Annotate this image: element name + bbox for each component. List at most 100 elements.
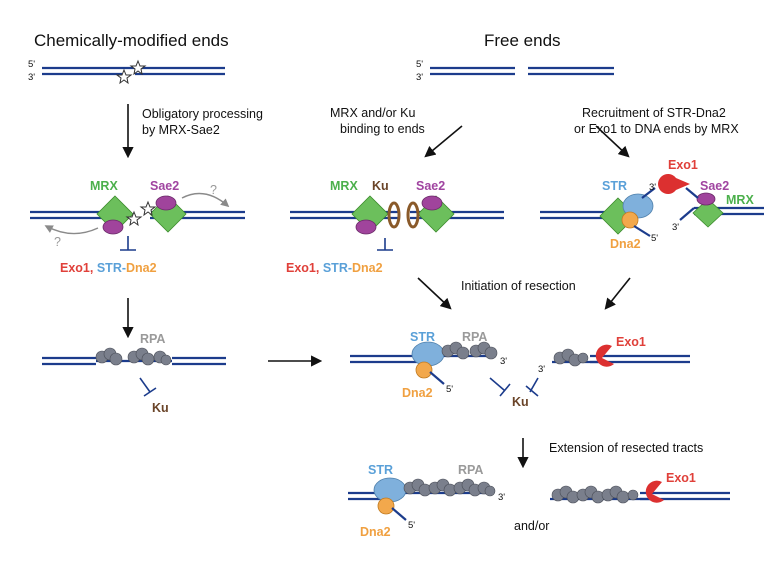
mrx-ku-complex-middle bbox=[290, 195, 504, 251]
star-icon bbox=[115, 68, 133, 85]
star-icon bbox=[129, 59, 147, 76]
caption-recruitment-line1: Recruitment of STR-Dna2 bbox=[582, 106, 726, 120]
label-ku: Ku bbox=[152, 401, 169, 415]
str-dna2-recruitment bbox=[540, 187, 656, 237]
grey-arc-arrow bbox=[181, 192, 230, 208]
inhibition-bar bbox=[120, 236, 136, 251]
label-sae2: Sae2 bbox=[416, 179, 445, 193]
label-sae2: Sae2 bbox=[150, 179, 179, 193]
label-ku: Ku bbox=[512, 395, 529, 409]
mrx-icon bbox=[692, 198, 724, 228]
extended-resection-str bbox=[348, 477, 496, 521]
label-str: STR bbox=[602, 179, 627, 193]
ku-ring-icon bbox=[406, 201, 420, 229]
sae2-icon bbox=[421, 195, 443, 211]
label-exo1: Exo1 bbox=[616, 335, 646, 349]
grey-arc-arrow bbox=[44, 225, 99, 235]
caption-mrx-ku-line1: MRX and/or Ku bbox=[330, 106, 416, 120]
label-ku: Ku bbox=[372, 179, 389, 193]
label-rpa: RPA bbox=[462, 330, 487, 344]
three-prime-label: 3' bbox=[500, 356, 507, 367]
three-prime-label: 3' bbox=[416, 72, 423, 83]
three-prime-label: 3' bbox=[538, 364, 545, 375]
dna2-icon bbox=[415, 361, 433, 379]
rpa-icon bbox=[403, 478, 496, 497]
rpa-icon bbox=[551, 485, 639, 504]
label-exo1: Exo1, bbox=[60, 261, 93, 275]
inhibition-bar bbox=[489, 377, 511, 397]
exo1-pacman-icon bbox=[657, 174, 690, 195]
three-prime-label: 3' bbox=[498, 492, 505, 503]
inhibition-bar bbox=[139, 377, 157, 397]
five-prime-label: 5' bbox=[28, 59, 35, 70]
question-mark: ? bbox=[54, 235, 61, 249]
label-rpa: RPA bbox=[140, 332, 165, 346]
label-dna2: Dna2 bbox=[402, 386, 433, 400]
rpa-icon bbox=[553, 348, 589, 367]
five-prime-label: 5' bbox=[651, 233, 658, 244]
sae2-icon bbox=[696, 192, 716, 206]
three-prime-label: 3' bbox=[672, 222, 679, 233]
ku-ring-icon bbox=[387, 201, 401, 229]
caption-initiation: Initiation of resection bbox=[461, 279, 576, 293]
str-icon bbox=[373, 477, 407, 503]
sae2-icon bbox=[155, 195, 177, 211]
arrow-down-right bbox=[595, 125, 630, 158]
caption-and-or: and/or bbox=[514, 519, 549, 533]
exo1-recruitment bbox=[657, 174, 764, 228]
extended-resection-exo1 bbox=[550, 480, 730, 504]
three-prime-label: 3' bbox=[28, 72, 35, 83]
initiated-resection-exo1 bbox=[525, 344, 690, 397]
dna2-icon bbox=[621, 211, 639, 229]
label-exo1-str-dna2-middle: Exo1, STR-Dna2 bbox=[286, 261, 383, 275]
label-dna2: Dna2 bbox=[352, 261, 383, 275]
label-dna2: Dna2 bbox=[126, 261, 157, 275]
label-mrx: MRX bbox=[726, 193, 754, 207]
inhibition-bar bbox=[377, 238, 393, 251]
star-icon bbox=[125, 210, 143, 227]
label-dna2: Dna2 bbox=[610, 237, 641, 251]
label-str: STR bbox=[368, 463, 393, 477]
caption-mrx-ku-line2: binding to ends bbox=[340, 122, 425, 136]
mrx-sae2-complex-left bbox=[30, 192, 245, 251]
sae2-icon bbox=[102, 219, 124, 235]
heading-free-ends: Free ends bbox=[484, 31, 561, 50]
caption-obligatory-line1: Obligatory processing bbox=[142, 107, 263, 121]
star-icon bbox=[139, 200, 157, 217]
exo1-pacman-icon bbox=[595, 344, 614, 367]
sae2-icon bbox=[355, 219, 377, 235]
initiated-resection-str bbox=[350, 341, 511, 397]
label-exo1-str-dna2-left: Exo1, STR-Dna2 bbox=[60, 261, 157, 275]
heading-chemically-modified-ends: Chemically-modified ends bbox=[34, 31, 229, 50]
label-exo1: Exo1 bbox=[666, 471, 696, 485]
label-str: STR- bbox=[323, 261, 352, 275]
label-str: STR- bbox=[97, 261, 126, 275]
arrow-down-left bbox=[604, 277, 631, 310]
caption-recruitment-line2: or Exo1 to DNA ends by MRX bbox=[574, 122, 739, 136]
label-mrx: MRX bbox=[330, 179, 358, 193]
label-exo1: Exo1 bbox=[668, 158, 698, 172]
exo1-pacman-icon bbox=[645, 480, 664, 503]
label-str: STR bbox=[410, 330, 435, 344]
label-rpa: RPA bbox=[458, 463, 483, 477]
modified-ends-dna bbox=[42, 59, 225, 85]
free-ends-dna bbox=[430, 66, 614, 76]
caption-obligatory-line2: by MRX-Sae2 bbox=[142, 123, 220, 137]
five-prime-label: 5' bbox=[408, 520, 415, 531]
label-sae2: Sae2 bbox=[700, 179, 729, 193]
label-mrx: MRX bbox=[90, 179, 118, 193]
label-exo1: Exo1, bbox=[286, 261, 319, 275]
inhibition-bar bbox=[525, 377, 539, 397]
three-prime-label: 3' bbox=[649, 182, 656, 193]
dna2-icon bbox=[377, 497, 395, 515]
five-prime-label: 5' bbox=[446, 384, 453, 395]
rpa-icon bbox=[95, 347, 172, 366]
caption-extension: Extension of resected tracts bbox=[549, 441, 703, 455]
arrow-down-right bbox=[417, 277, 452, 310]
rpa-ssdna-left bbox=[42, 347, 226, 397]
arrow-down-left bbox=[424, 125, 463, 158]
question-mark: ? bbox=[210, 183, 217, 197]
rpa-icon bbox=[441, 341, 498, 360]
five-prime-label: 5' bbox=[416, 59, 423, 70]
